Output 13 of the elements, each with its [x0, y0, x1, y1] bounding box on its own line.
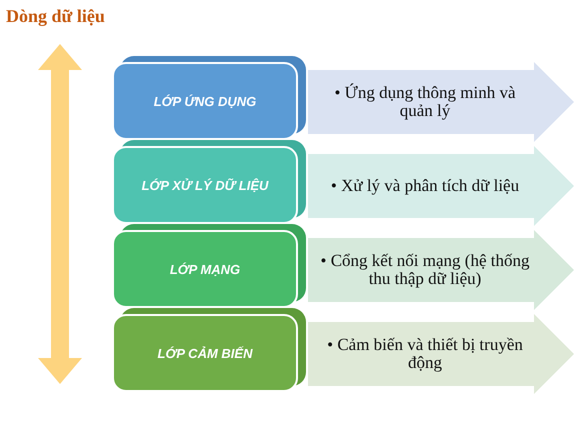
arrow-box — [308, 146, 574, 226]
layer-name: LỚP XỬ LÝ DỮ LIỆU — [142, 178, 268, 192]
title: Dòng dữ liệu — [6, 6, 105, 27]
arrow-box — [308, 62, 574, 142]
layer-name: LỚP MẠNG — [170, 262, 240, 276]
description-text: • Cổng kết nối mạng (hệ thống thu thập dữ liệu) — [320, 252, 530, 288]
description-text: • Ứng dụng thông minh và quản lý — [333, 84, 517, 120]
arrow-box — [308, 230, 574, 310]
description-text: • Xử lý và phân tích dữ liệu — [330, 177, 520, 195]
layer-name: LỚP ỨNG DỤNG — [154, 94, 256, 108]
description-text: • Cảm biến và thiết bị truyền động — [326, 336, 524, 372]
arrow-box — [308, 314, 574, 394]
layer-name: LỚP CẢM BIẾN — [158, 346, 252, 360]
